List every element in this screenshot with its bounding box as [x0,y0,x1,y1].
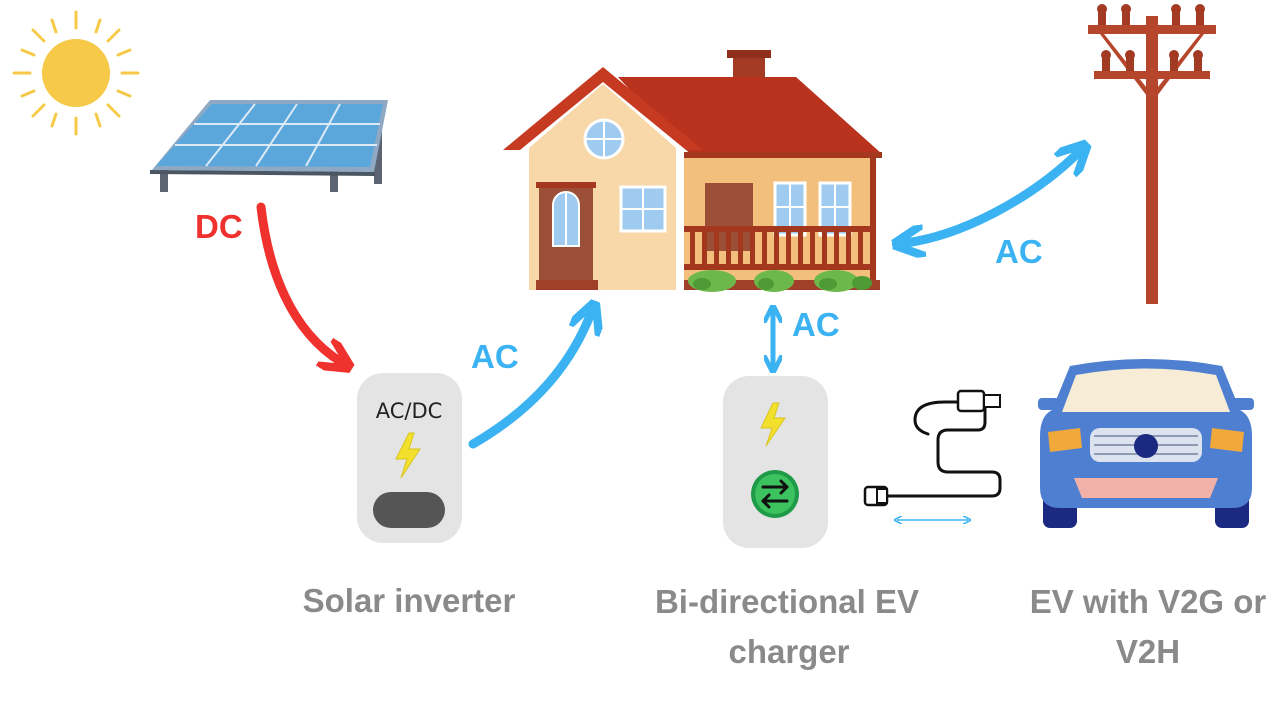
swap-arrows-icon [761,479,789,509]
electric-car-icon [1038,359,1254,528]
ac-flow-label-grid: AC [995,233,1043,270]
caption-solar-inverter: Solar inverter [303,582,516,619]
sun-icon [12,10,140,136]
ac-flow-label-inverter: AC [471,338,519,375]
utility-pole-icon [1088,4,1216,304]
caption-ev-line2: V2H [1116,633,1180,670]
inverter-label: AC/DC [376,399,443,423]
charging-cable-icon [863,389,1002,507]
ac-flow-label-charger: AC [792,306,840,343]
solar-panel-icon [150,100,388,192]
ac-flow-arrow-inverter-house [468,313,591,449]
caption-ev-charger-line1: Bi-directional EV [655,583,919,620]
dc-flow-arrow [256,202,341,362]
ac-flow-arrow-house-grid [905,152,1079,243]
caption-ev-charger-line2: charger [728,633,849,670]
dc-flow-label: DC [195,208,243,245]
house-icon [503,50,882,292]
caption-ev-line1: EV with V2G or [1030,583,1267,620]
ev-charger-device [723,376,828,548]
solar-inverter-device [357,373,462,543]
